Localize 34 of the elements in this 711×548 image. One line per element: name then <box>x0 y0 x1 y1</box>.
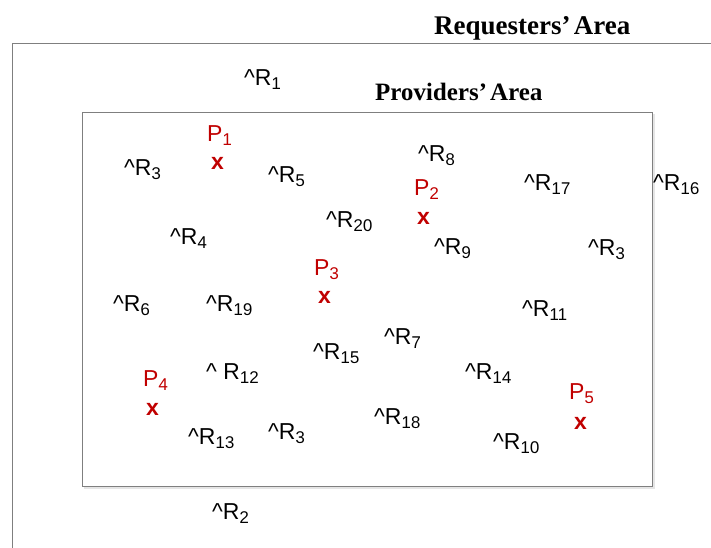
requester-label: ^R$_{3}$ <box>268 420 305 443</box>
cross-mark: x <box>417 205 430 228</box>
cross-mark: x <box>318 284 331 307</box>
requester-label: ^R$_{10}$ <box>493 430 540 453</box>
requester-label: ^R$_{9}$ <box>434 235 471 258</box>
area-heading: Providers’ Area <box>375 78 542 108</box>
requester-label: ^R$_{6}$ <box>113 292 150 315</box>
cross-mark: x <box>574 410 587 433</box>
requester-label: ^R$_{4}$ <box>170 225 207 248</box>
provider-label: P$_{2}$ <box>414 176 439 199</box>
requester-label: ^R$_{15}$ <box>313 340 360 363</box>
requester-label: ^R$_{17}$ <box>524 171 570 194</box>
area-heading: Requesters’ Area <box>434 9 630 42</box>
cross-mark: x <box>211 150 224 173</box>
requester-label: ^R$_{20}$ <box>326 208 372 231</box>
requester-label: ^R$_{1}$ <box>244 66 281 89</box>
requester-label: ^R$_{3}$ <box>124 156 161 179</box>
provider-label: P$_{4}$ <box>143 367 168 390</box>
provider-label: P$_{3}$ <box>314 256 339 279</box>
requester-label: ^R$_{5}$ <box>268 163 305 186</box>
provider-label: P$_{1}$ <box>207 122 232 145</box>
requester-label: ^R$_{18}$ <box>374 405 420 428</box>
requester-label: ^R$_{3}$ <box>588 236 625 259</box>
requester-label: ^R$_{11}$ <box>522 297 568 320</box>
requester-label: ^R$_{13}$ <box>188 425 234 448</box>
requester-label: ^R$_{14}$ <box>465 360 512 383</box>
requester-label: ^R$_{16}$ <box>653 171 700 194</box>
requester-label: ^R$_{8}$ <box>418 142 455 165</box>
requester-label: ^R$_{2}$ <box>212 500 249 523</box>
requester-label: ^ R$_{12}$ <box>206 360 259 383</box>
provider-label: P$_{5}$ <box>569 380 594 403</box>
requester-label: ^R$_{19}$ <box>206 292 252 315</box>
requester-label: ^R$_{7}$ <box>384 325 421 348</box>
cross-mark: x <box>146 396 159 419</box>
